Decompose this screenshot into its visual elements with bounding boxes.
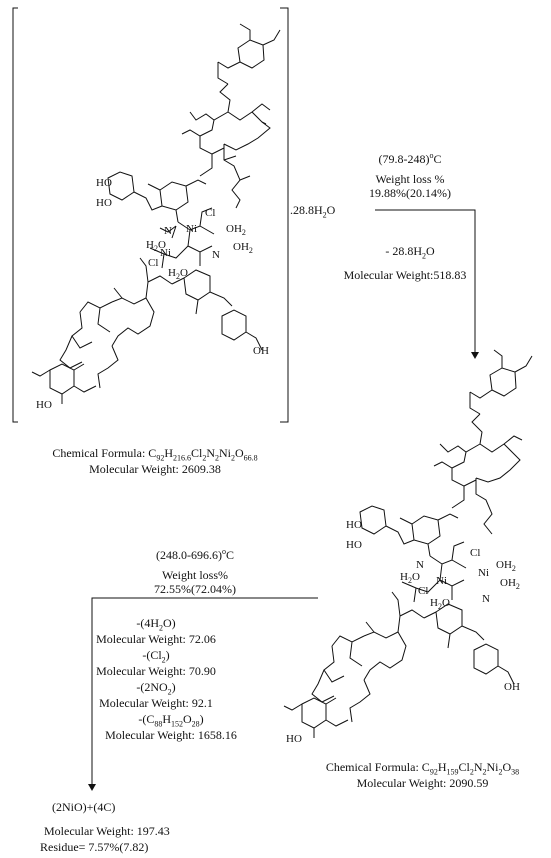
atom-ho-5: HO [346, 539, 362, 551]
complex1-structure [31, 23, 281, 404]
fragment-name: -(Cl2) [142, 648, 170, 665]
step2-arrow [88, 597, 318, 791]
atom-oh2-4: OH2 [500, 577, 520, 592]
atom-cl-1: Cl [205, 207, 216, 219]
step2-temperature: (248.0-696.6)oC [155, 547, 234, 563]
step2-loss-title: Weight loss% [161, 568, 229, 582]
complex2-structure [283, 349, 533, 738]
atom-oh-1: OH [253, 345, 269, 357]
atom-h2o-4: H2O [430, 597, 450, 612]
fragment-name: -(4H2O) [136, 616, 176, 633]
step2-loss-value: 72.55%(72.04%) [154, 582, 236, 596]
step1-temperature: (79.8-248)oC [378, 151, 442, 167]
atom-ho-2: HO [96, 197, 112, 209]
complex2-formula: Chemical Formula: C92H159Cl2N2Ni2O38 [325, 760, 520, 777]
step1-weight: Molecular Weight:518.83 [343, 268, 467, 282]
atom-oh2-1: OH2 [226, 223, 246, 238]
atom-h2o-1: H2O [146, 239, 166, 254]
complex1-weight: Molecular Weight: 2609.38 [89, 462, 221, 476]
atom-ni-4: Ni [478, 567, 489, 579]
atom-oh2-3: OH2 [496, 559, 516, 574]
step1-loss-value: 19.88%(20.14%) [369, 186, 451, 200]
atom-cl-4: Cl [470, 547, 481, 559]
atom-ho-1: HO [96, 177, 112, 189]
atom-ho-3: HO [36, 399, 52, 411]
atom-oh-2: OH [504, 681, 520, 693]
fragment-weight: Molecular Weight: 1658.16 [105, 728, 237, 742]
atom-cl-3: Cl [418, 585, 429, 597]
complex2-weight: Molecular Weight: 2090.59 [356, 776, 489, 790]
fragment-weight: Molecular Weight: 72.06 [96, 632, 216, 646]
atom-ho-4: HO [346, 519, 362, 531]
atom-n-1: N [164, 225, 172, 237]
atom-ni-3: Ni [436, 575, 447, 587]
atom-h2o-3: H2O [400, 571, 420, 586]
residue-weight: Molecular Weight: 197.43 [44, 824, 170, 838]
fragment-weight: Molecular Weight: 70.90 [96, 664, 216, 678]
residue-product: (2NiO)+(4C) [52, 800, 116, 814]
complex1-hydrate: .28.8H2O [290, 203, 336, 220]
fragment-name: -(2NO2) [136, 680, 176, 697]
residue-percent: Residue= 7.57%(7.82) [40, 840, 149, 854]
complex1-bracket [12, 7, 289, 423]
step1-loss-title: Weight loss % [375, 172, 445, 186]
atom-h2o-2: H2O [168, 267, 188, 282]
fragment-name: -(C88H152O28) [138, 712, 204, 729]
fragment-weight: Molecular Weight: 92.1 [99, 696, 213, 710]
atom-ni-1: Ni [186, 223, 197, 235]
complex1-formula: Chemical Formula: C92H216.6Cl2N2Ni2O66.8 [52, 446, 258, 463]
atom-oh2-2: OH2 [233, 241, 253, 256]
step1-arrow [375, 209, 479, 359]
atom-n-2: N [212, 249, 220, 261]
atom-n-4: N [482, 593, 490, 605]
atom-cl-2: Cl [148, 257, 159, 269]
step1-removed: - 28.8H2O [385, 244, 435, 261]
atom-n-3: N [416, 559, 424, 571]
atom-ho-6: HO [286, 733, 302, 745]
atom-ni-2: Ni [160, 247, 171, 259]
